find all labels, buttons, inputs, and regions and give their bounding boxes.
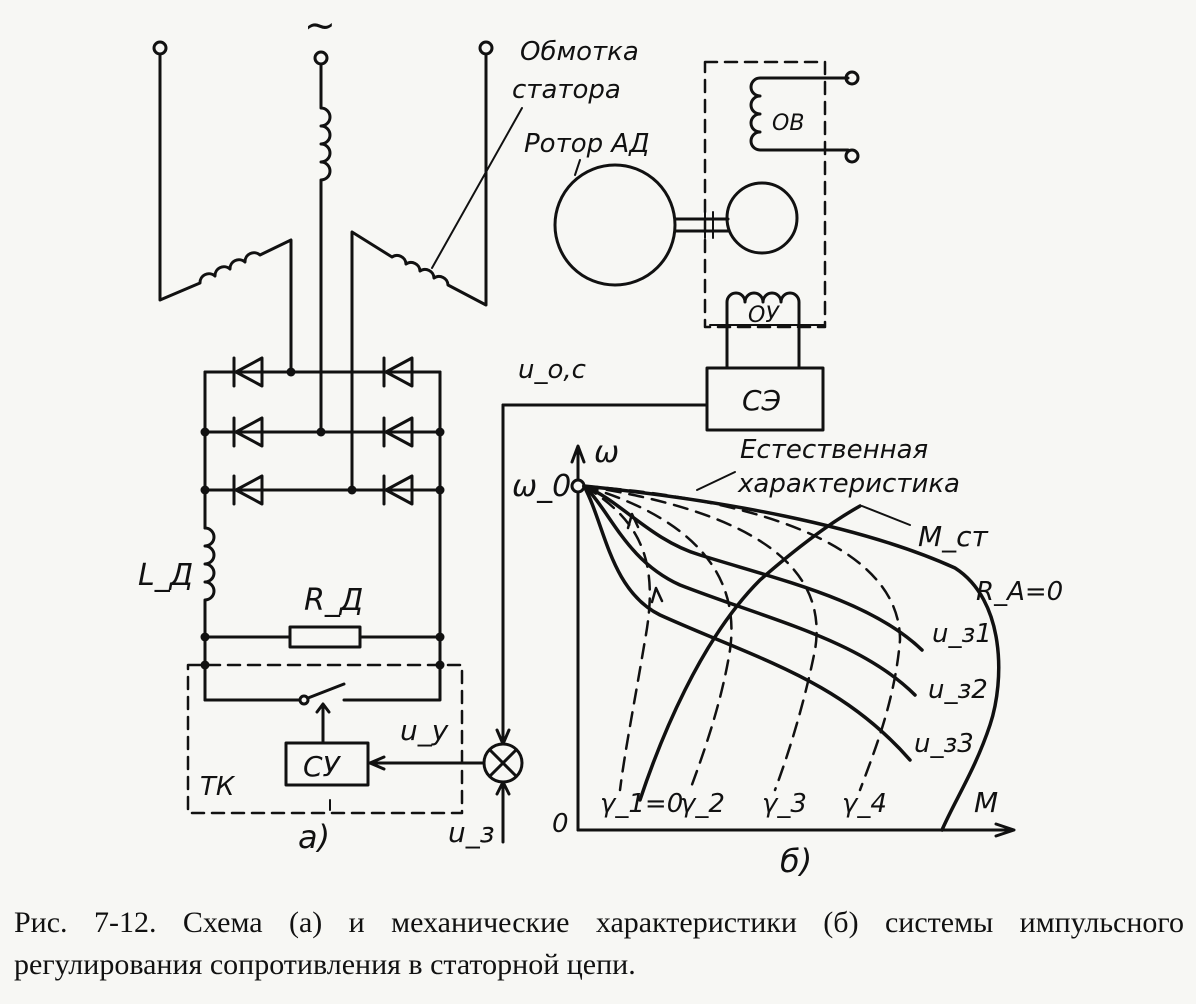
diode bbox=[382, 416, 414, 448]
u3-label: u_з3 bbox=[914, 729, 974, 759]
gamma1-label: γ_1=0 bbox=[600, 789, 683, 819]
curve-g2 bbox=[582, 484, 733, 792]
natural-label-2: характеристика bbox=[737, 469, 960, 499]
curve-u2 bbox=[582, 484, 917, 697]
diode bbox=[382, 474, 414, 506]
inductor-label: L_Д bbox=[138, 558, 193, 593]
omega0-label: ω_0 bbox=[512, 469, 571, 504]
stator-winding-label-1: Обмотка bbox=[520, 37, 639, 67]
electronic-system-label: СЭ bbox=[742, 384, 781, 417]
y-axis-label: ω bbox=[594, 435, 619, 470]
stator-windings bbox=[158, 52, 523, 492]
transistor-switch-box bbox=[186, 663, 486, 815]
arrowheads bbox=[626, 512, 664, 604]
rotor-label: Ротор АД bbox=[524, 129, 650, 159]
transistor-switch-label: ТК bbox=[200, 772, 236, 802]
machine bbox=[553, 60, 860, 432]
resistor bbox=[203, 625, 442, 649]
gamma-curves bbox=[582, 484, 902, 792]
origin-label: 0 bbox=[552, 809, 569, 839]
gamma4-label: γ_4 bbox=[842, 789, 887, 819]
scheme-panel-label: а) bbox=[298, 818, 330, 856]
natural-characteristic bbox=[582, 471, 1001, 832]
control-winding-label: ОУ bbox=[748, 303, 780, 328]
ra-zero-label: R_A=0 bbox=[976, 577, 1063, 607]
control-voltage-label: u_y bbox=[400, 714, 449, 747]
natural-label-1: Естественная bbox=[740, 435, 928, 465]
u2-label: u_з2 bbox=[928, 675, 988, 705]
chart-axes bbox=[570, 444, 1016, 838]
diode bbox=[232, 416, 264, 448]
load-torque-label: M_ст bbox=[918, 520, 989, 553]
chart-panel-label: б) bbox=[780, 842, 812, 880]
field-winding-label: ОВ bbox=[772, 111, 804, 136]
curve-g1 bbox=[582, 484, 652, 792]
ac-symbol: ~ bbox=[304, 3, 336, 47]
diode bbox=[232, 356, 264, 388]
gamma2-label: γ_2 bbox=[680, 789, 725, 819]
figure: ~ Обмотка статора Ротор АД ОВ ОУ СЭ u_о,… bbox=[138, 3, 1063, 880]
curve-u1 bbox=[582, 484, 924, 652]
curve-g3 bbox=[582, 484, 818, 792]
u1-label: u_з1 bbox=[932, 619, 992, 649]
inductor bbox=[203, 526, 216, 702]
feedback-voltage-label: u_о,с bbox=[518, 355, 586, 385]
voltage-curves bbox=[582, 484, 924, 762]
reference-voltage-label: u_з bbox=[448, 816, 495, 849]
control-unit-label: СУ bbox=[303, 750, 342, 783]
comparator bbox=[482, 403, 709, 844]
resistor-label: R_Д bbox=[304, 583, 363, 618]
curve-u3 bbox=[582, 484, 912, 762]
load-torque-curve bbox=[638, 504, 911, 802]
stator-winding-label-2: статора bbox=[512, 75, 621, 105]
gamma3-label: γ_3 bbox=[762, 789, 807, 819]
diode bbox=[382, 356, 414, 388]
figure-caption: Рис. 7-12. Схема (а) и механические хара… bbox=[14, 906, 1184, 981]
diode bbox=[232, 474, 264, 506]
x-axis-label: M bbox=[974, 786, 998, 819]
